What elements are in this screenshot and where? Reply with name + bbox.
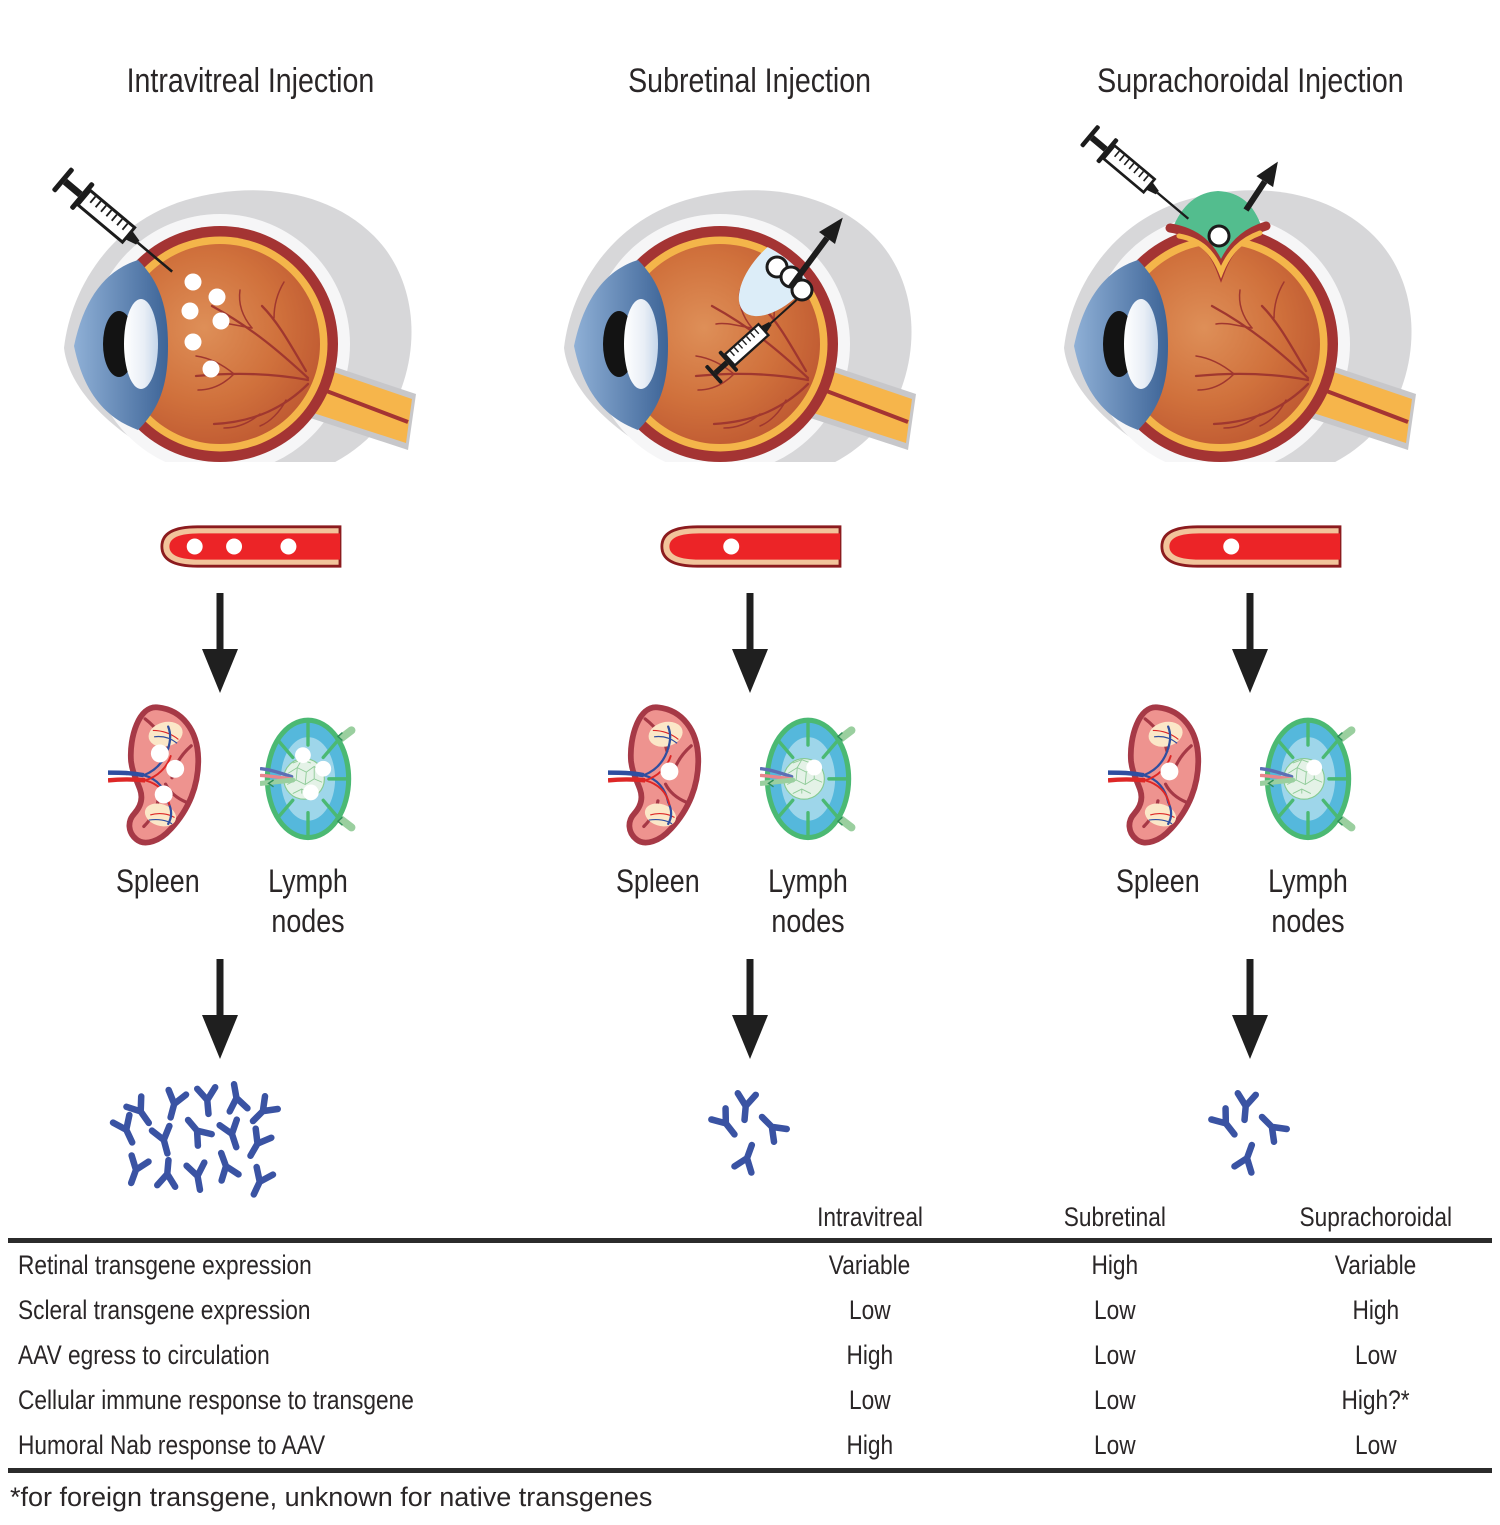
table-cell: Low: [1094, 1340, 1136, 1370]
down-arrow-icon: [202, 958, 238, 1059]
table-bottom-rule: [8, 1468, 1492, 1473]
egress-arrow-icon: [787, 217, 843, 290]
antibody-icon: [711, 1093, 786, 1172]
comparison-table: Intravitreal Subretinal Suprachoroidal R…: [8, 1196, 1492, 1513]
column-title: Intravitreal Injection: [126, 62, 374, 100]
lymph-particles: [295, 747, 332, 801]
organs-row: [608, 701, 856, 855]
table-cell: Low: [1094, 1430, 1136, 1460]
antibody-icon: [113, 1082, 278, 1198]
column-title: Suprachoroidal Injection: [1096, 62, 1404, 100]
table-cell: Low: [1094, 1295, 1136, 1325]
table-cell: High?*: [1341, 1385, 1411, 1415]
spleen-illustration: [608, 701, 704, 855]
table-cell: Low: [1094, 1385, 1136, 1415]
down-arrow-icon: [202, 593, 238, 693]
row-label: Humoral Nab response to AAV: [18, 1430, 326, 1460]
table-cell: Low: [1355, 1340, 1397, 1370]
spleen-particles: [150, 744, 185, 804]
table-cell: High: [1091, 1250, 1139, 1280]
table-top-rule: [8, 1238, 1492, 1243]
table-cell: Variable: [1335, 1250, 1417, 1280]
intravitreal-eye-illustration: [48, 163, 418, 462]
antibody-icon: [1211, 1093, 1286, 1172]
table-header-subretinal: Subretinal: [1063, 1202, 1167, 1232]
lymph-node-illustration: [760, 710, 856, 846]
table-cell: Low: [849, 1295, 891, 1325]
lymph-node-illustration: [260, 710, 356, 846]
blood-vessel-illustration: [160, 525, 342, 568]
down-arrow-icon: [732, 958, 768, 1059]
lymph-particles: [1306, 759, 1323, 776]
spleen-illustration: [1108, 701, 1204, 855]
table-cell: Low: [1355, 1430, 1397, 1460]
table-corner-cell: [8, 1196, 770, 1238]
antibody-cluster: [700, 1075, 800, 1185]
table-cell: High: [846, 1340, 894, 1370]
circulation-particles: [186, 538, 297, 555]
circulation-particles: [723, 538, 740, 555]
lymph-particles: [806, 759, 823, 776]
antibody-cluster: [1200, 1075, 1300, 1185]
lymph-nodes-label: Lymph nodes: [768, 862, 848, 939]
blood-vessel-illustration: [660, 525, 842, 568]
organs-row: [1108, 701, 1356, 855]
table-cell: Low: [849, 1385, 891, 1415]
table-header-intravitreal: Intravitreal: [817, 1202, 923, 1232]
down-arrow-icon: [1232, 958, 1268, 1059]
egress-arrow-icon: [1243, 161, 1278, 212]
lymph-nodes-label: Lymph nodes: [1268, 862, 1348, 939]
table-cell: Variable: [829, 1250, 911, 1280]
row-label: Cellular immune response to transgene: [18, 1385, 414, 1415]
row-label: Scleral transgene expression: [18, 1295, 311, 1325]
spleen-label: Spleen: [115, 862, 200, 899]
suprachoroidal-particle: [1207, 224, 1231, 248]
table-cell: High: [1352, 1295, 1400, 1325]
suprachoroidal-bleb: [1165, 191, 1271, 283]
blood-vessel-illustration: [1160, 525, 1342, 568]
organ-labels: Spleen Lymph nodes: [608, 861, 856, 941]
table-cell: High: [846, 1430, 894, 1460]
antibody-cluster: [103, 1075, 343, 1205]
column-subretinal: Subretinal Injection: [500, 0, 1000, 1185]
column-suprachoroidal: Suprachoroidal Injection: [1000, 0, 1500, 1185]
column-title: Subretinal Injection: [628, 62, 872, 100]
down-arrow-icon: [1232, 593, 1268, 693]
spleen-label: Spleen: [1115, 862, 1200, 899]
table-header-suprachoroidal: Suprachoroidal: [1299, 1202, 1453, 1232]
subretinal-eye-illustration: [562, 188, 918, 462]
spleen-illustration: [108, 701, 204, 855]
intravitreal-particles: [181, 273, 230, 378]
down-arrow-icon: [732, 593, 768, 693]
organ-labels: Spleen Lymph nodes: [1108, 861, 1356, 941]
spleen-particles: [660, 762, 679, 781]
organ-labels: Spleen Lymph nodes: [108, 861, 356, 941]
column-intravitreal: Intravitreal Injection: [0, 0, 500, 1205]
organs-row: [108, 701, 356, 855]
spleen-label: Spleen: [615, 862, 700, 899]
injection-comparison-figure: Intravitreal Injection: [0, 0, 1500, 1205]
lymph-node-illustration: [1260, 710, 1356, 846]
row-label: AAV egress to circulation: [18, 1340, 270, 1370]
suprachoroidal-eye-illustration: [1062, 121, 1418, 462]
lymph-nodes-label: Lymph nodes: [268, 862, 348, 939]
eye-icon: [562, 188, 918, 462]
spleen-particles: [1160, 762, 1179, 781]
row-label: Retinal transgene expression: [18, 1250, 312, 1280]
table-footnote: *for foreign transgene, unknown for nati…: [10, 1482, 653, 1512]
circulation-particles: [1223, 538, 1240, 555]
